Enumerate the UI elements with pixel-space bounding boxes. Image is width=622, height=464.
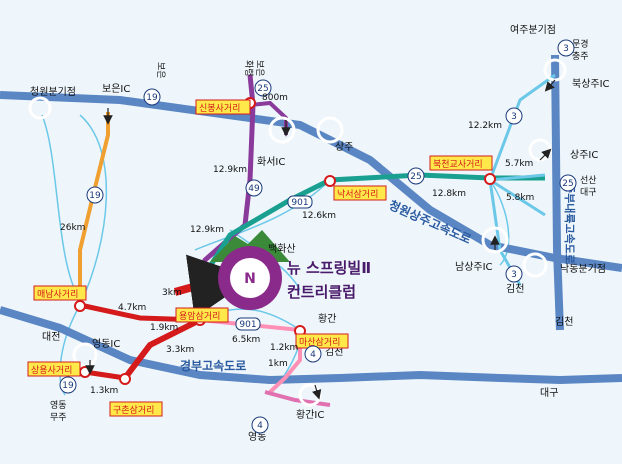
dist-5-8: 5.8km [506, 193, 534, 203]
label-sinbong: 신봉사거리 [199, 103, 240, 114]
place-yeongdong: 영동 [248, 431, 266, 443]
shield-19-top: 19 [146, 93, 158, 103]
intersection-labels: 신봉사거리 북천교사거리 낙서삼거리 매남사거리 용암삼거리 마산삼거리 상용사… [27, 99, 493, 417]
dist-6-5: 6.5km [232, 335, 260, 345]
dist-4-7: 4.7km [118, 303, 146, 313]
shield-4-mid: 4 [310, 350, 316, 360]
label-gucheon: 구촌삼거리 [113, 405, 154, 416]
dist-1-9: 1.9km [150, 323, 178, 333]
place-namsangju-ic: 남상주IC [455, 261, 493, 273]
label-maenam: 매남사거리 [37, 289, 78, 300]
label-nakseo: 낙서삼거리 [337, 189, 378, 200]
label-yongam: 용암삼거리 [179, 310, 220, 322]
access-arrow [173, 254, 254, 319]
shield-901-b: 901 [239, 320, 256, 330]
dist-3: 3km [162, 288, 182, 298]
dist-1: 1km [268, 359, 288, 369]
place-gimcheon-east: 김천 [325, 346, 343, 358]
shield-25-mid: 25 [410, 172, 421, 182]
place-sangju-ic: 상주IC [570, 149, 598, 161]
place-hwanggan-ic: 황간IC [296, 409, 324, 421]
shield-4-bottom: 4 [257, 421, 263, 431]
label-masan: 마산삼거리 [299, 337, 340, 348]
dist-5-7: 5.7km [505, 159, 533, 169]
place-baekhwasan: 백화산 [268, 243, 296, 255]
place-cheongwon-jct: 청원분기점 [30, 86, 76, 98]
route-3-east [489, 173, 546, 182]
shield-3-top: 3 [563, 44, 569, 54]
gyeongbu-expressway [0, 306, 622, 385]
resort-marker: N 뉴 스프링빌Ⅱ 컨트리클럽 [210, 230, 371, 310]
place-hwaseo-ic: 화서IC [257, 156, 285, 168]
place-yeongdong-ic: 영동IC [92, 338, 120, 350]
route-shields: 19 19 19 25 25 25 49 3 3 3 4 4 901 901 [59, 39, 577, 434]
place-boeun-vertical: 보은 [155, 62, 166, 79]
shield-19-bottom: 19 [62, 381, 74, 391]
shield-901-a: 901 [291, 198, 308, 208]
place-hwanggan: 황간 [318, 313, 336, 325]
dist-12-8: 12.8km [432, 189, 466, 199]
place-names: 여주분기점 청원분기점 보은IC 상주 화서IC 상주IC 북상주IC 남상주I… [30, 24, 610, 443]
dist-12-9-a: 12.9km [213, 165, 247, 175]
shield-49: 49 [248, 184, 260, 194]
access-route-gucheon [122, 317, 202, 380]
jungbu-naeryuk-expressway [551, 54, 564, 331]
route-3-southeast [489, 178, 546, 217]
place-boeun-ic: 보은IC [102, 83, 130, 95]
place-nakdong-jct: 낙동분기점 [560, 263, 606, 275]
distance-labels: 800m 12.9km 12.9km 12.6km 12.2km 5.7km 1… [60, 93, 534, 396]
place-hwaryeong: 화령보은 [243, 60, 265, 77]
resort-logo-letter: N [244, 271, 256, 287]
dist-26: 26km [60, 223, 85, 233]
gyeongbu-expressway-label: 경부고속도로 [180, 359, 246, 373]
shield-3-lower: 3 [511, 270, 517, 280]
jungbu-naeryuk-expressway-label: 중부내륙고속도로 [563, 183, 577, 264]
dist-1-2: 1.2km [270, 343, 298, 353]
place-yeoju-jct: 여주분기점 [510, 24, 556, 36]
shield-3-mid: 3 [511, 112, 517, 122]
hwanggan-ic-road [264, 390, 331, 407]
ic-arrows [85, 79, 556, 400]
place-daejeon: 대전 [42, 331, 60, 343]
dist-800m: 800m [262, 93, 288, 103]
resort-logo-flower [230, 258, 270, 298]
interchange-loops [28, 58, 567, 407]
label-bukcheon: 북천교사거리 [433, 159, 483, 170]
dist-1-3: 1.3km [90, 386, 118, 396]
resort-name-line2: 컨트리클럽 [287, 283, 356, 301]
place-gimcheon-mid: 김천 [506, 283, 524, 295]
shield-19-mid: 19 [89, 191, 101, 201]
shield-25-top: 25 [257, 84, 268, 94]
place-buksangju-ic: 북상주IC [572, 78, 610, 90]
dist-12-2: 12.2km [468, 121, 502, 131]
dist-12-6: 12.6km [302, 211, 336, 221]
dist-12-9-b: 12.9km [190, 225, 224, 235]
place-sangju: 상주 [335, 141, 353, 153]
place-gimcheon-bottom: 김천 [555, 316, 573, 328]
dist-3-3: 3.3km [166, 345, 194, 355]
resort-name-line1: 뉴 스프링빌Ⅱ [287, 259, 371, 277]
place-daegu: 대구 [540, 387, 558, 399]
label-sangyong: 상용사거리 [31, 365, 72, 376]
shield-25-right: 25 [562, 179, 573, 189]
